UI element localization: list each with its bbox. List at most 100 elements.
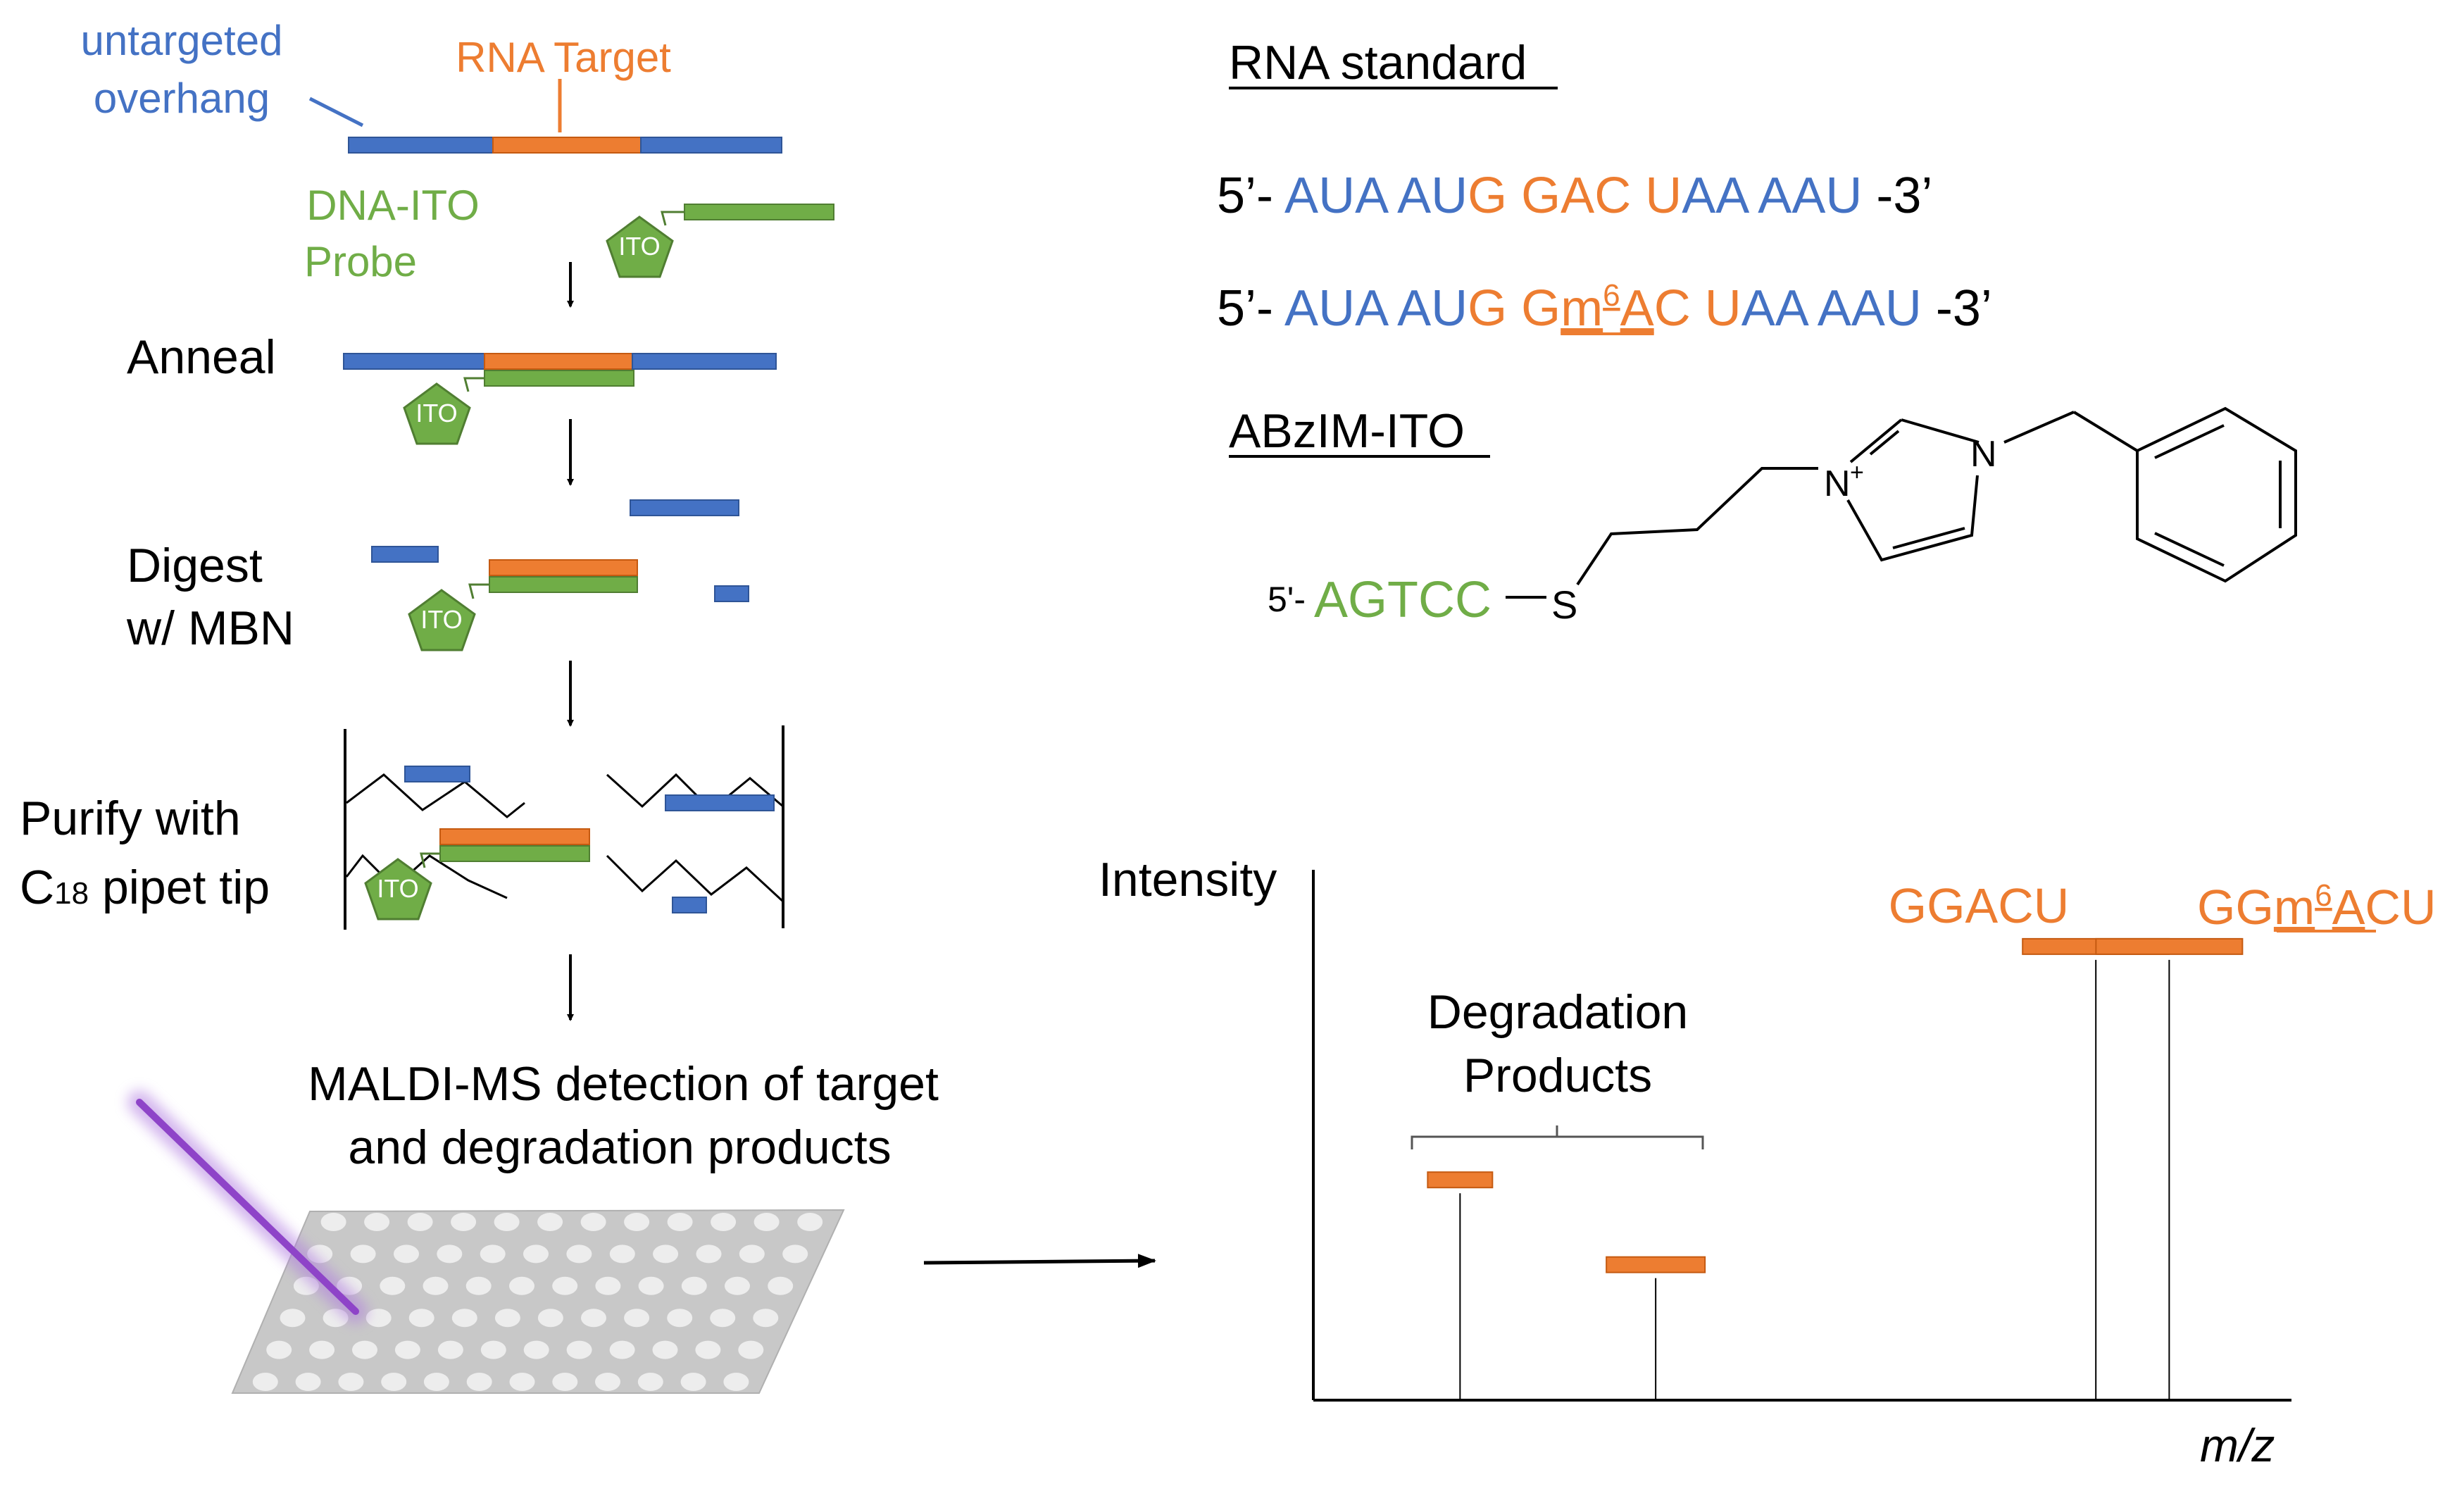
plate-well <box>451 1213 477 1231</box>
step-anneal: Anneal <box>127 330 276 384</box>
plate-well <box>624 1213 650 1231</box>
ggm6acu-cu: CU <box>2365 880 2436 935</box>
plate-well <box>408 1309 434 1328</box>
sequence-unmodified: 5’- AUA AUG GAC UAA AAU -3’ <box>1217 168 1932 224</box>
plate-well <box>739 1244 765 1264</box>
chem-benzene-ring <box>2136 406 2297 583</box>
plate-well <box>680 1373 706 1391</box>
bound-fragment-2 <box>665 794 775 811</box>
sequence-segment: C U <box>1654 280 1741 337</box>
plate-well <box>451 1309 477 1328</box>
plate-well <box>338 1373 364 1391</box>
plate-well <box>696 1244 722 1264</box>
plate-well <box>552 1276 578 1295</box>
peak-cap <box>1606 1256 1706 1273</box>
chem-imidazole-ring <box>1846 475 1979 562</box>
plate-well <box>309 1340 335 1359</box>
c18-chain-4 <box>606 854 784 903</box>
degradation-bracket <box>1411 1125 1704 1149</box>
sequence-segment: G G <box>1468 280 1561 337</box>
chem-dna-sequence: AGTCC <box>1314 572 1491 628</box>
plate-well <box>624 1309 650 1328</box>
plate-well <box>753 1309 779 1328</box>
sequence-segment: G GAC U <box>1468 168 1682 224</box>
sequence-segment: AUA AU <box>1284 280 1468 337</box>
anneal-linker <box>463 377 484 392</box>
plate-well <box>381 1373 407 1391</box>
ito-tag-icon <box>606 216 674 278</box>
peak-label-ggm6acu: GGm6ACU <box>2197 878 2437 935</box>
bound-fragment-3 <box>672 897 707 913</box>
rna-overhang-left <box>348 137 494 154</box>
plate-well <box>652 1340 678 1359</box>
plate-well <box>638 1276 664 1295</box>
plate-well <box>681 1276 707 1295</box>
ggm6acu-a: A <box>2332 880 2365 935</box>
c18-rest: pipet tip <box>89 861 270 914</box>
plate-well <box>768 1276 794 1295</box>
rna-overhang-right <box>640 137 782 154</box>
plate-well <box>537 1309 563 1328</box>
plate-well <box>480 1244 506 1264</box>
plate-well <box>609 1244 635 1264</box>
annealed-duplex: ITO <box>343 353 777 445</box>
plate-well <box>581 1309 606 1328</box>
plate-well <box>365 1309 392 1328</box>
purify-probe <box>439 845 590 862</box>
plate-well <box>595 1373 620 1391</box>
plate-well <box>711 1213 737 1231</box>
chem-ring-double-bond <box>1892 527 1965 549</box>
anneal-overhang-right <box>632 353 777 370</box>
plate-well <box>494 1309 520 1328</box>
plate-well <box>595 1276 621 1295</box>
mass-spectrum-chart: Intensity m/z Degradation Products GGACU… <box>1099 853 2437 1471</box>
label-probe: Probe <box>304 238 417 285</box>
plate-well <box>350 1244 376 1264</box>
plate-well <box>394 1244 419 1264</box>
plate-well <box>695 1340 721 1359</box>
abzim-ito-title: ABzIM-ITO <box>1229 404 1465 458</box>
chem-n: N <box>1970 434 1997 475</box>
plate-well <box>667 1213 693 1231</box>
plate-well <box>509 1276 534 1295</box>
chart-xlabel: m/z <box>2200 1419 2275 1471</box>
laser-beam-icon <box>127 1090 368 1323</box>
plate-well <box>637 1373 663 1391</box>
digest-target <box>489 559 638 576</box>
fragment-1 <box>630 499 739 516</box>
ggm6acu-6: 6 <box>2315 878 2332 913</box>
plate-well <box>523 1244 549 1264</box>
ggm6acu-m: m <box>2274 880 2315 935</box>
step-purify-c18: C18 pipet tip <box>20 861 270 914</box>
purify-linker <box>420 852 440 868</box>
chem-plus-charge: + <box>1850 459 1864 486</box>
chem-n-plus: N <box>1824 463 1851 504</box>
maldi-target-plate <box>231 1209 845 1394</box>
abzim-ito-structure: 5'- AGTCC S N + N <box>1268 406 2297 628</box>
ito-tag-label: ITO <box>415 399 457 428</box>
plate-well <box>423 1276 449 1295</box>
chem-ring-double-bond <box>1869 430 1900 456</box>
sequence-segment: 5’- <box>1217 168 1284 224</box>
plate-well <box>320 1213 346 1231</box>
spectrum-peaks <box>1427 937 2244 1400</box>
label-rna-target: RNA Target <box>456 34 671 81</box>
digest-probe <box>489 576 638 593</box>
chem-benzyl-ch2 <box>2003 411 2075 444</box>
chem-ring-bond <box>1849 418 1903 463</box>
plate-well <box>266 1340 292 1359</box>
dna-probe-strand <box>684 204 834 220</box>
step-digest-mbn: w/ MBN <box>126 601 294 655</box>
c18-c: C <box>20 861 54 914</box>
label-overhang: overhang <box>94 75 270 122</box>
plate-well <box>295 1373 321 1391</box>
c18-sub: 18 <box>54 876 89 911</box>
plate-well <box>753 1213 780 1231</box>
plate-well <box>407 1213 433 1231</box>
plate-well <box>523 1340 549 1359</box>
plate-well <box>667 1309 693 1328</box>
plate-well <box>466 1373 492 1391</box>
c18-chain-1 <box>346 773 525 818</box>
laser-core <box>136 1099 359 1315</box>
